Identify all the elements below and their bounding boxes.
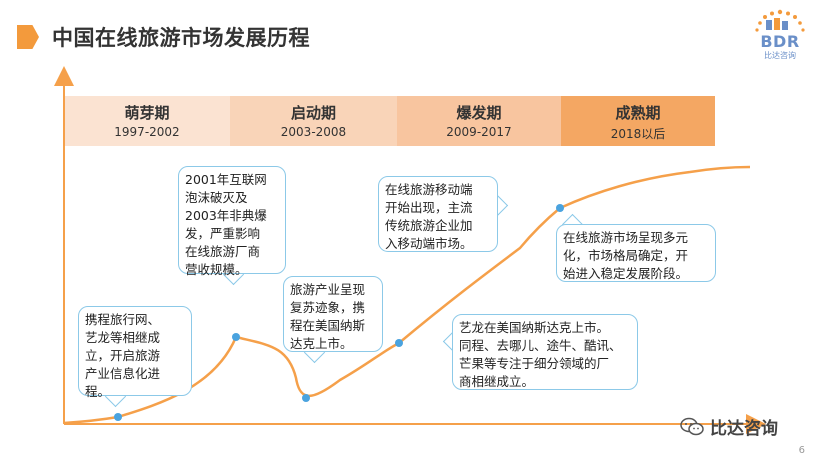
annotation-bubble-2: 2001年互联网 泡沫破灭及 2003年非典爆 发，严重影响 在线旅游厂商 营收…: [178, 166, 286, 277]
annotation-line: 艺龙等相继成: [85, 330, 161, 345]
stage-band-boom: 爆发期 2009-2017: [397, 96, 561, 146]
stage-name: 爆发期: [456, 104, 502, 122]
stage-band-embryonic: 萌芽期 1997-2002: [64, 96, 230, 146]
stage-band-startup: 启动期 2003-2008: [230, 96, 397, 146]
annotation-line: 艺龙在美国纳斯达克上市。: [459, 320, 610, 335]
stage-years: 2009-2017: [446, 125, 512, 139]
annotation-line: 化，市场格局确定，开: [563, 248, 689, 263]
annotation-line: 传统旅游企业加: [385, 218, 473, 233]
annotation-line: 在线旅游市场呈现多元: [563, 230, 689, 245]
bdr-logo: BDR 比达咨询: [752, 8, 808, 64]
annotation-line: 复苏迹象，携: [290, 300, 366, 315]
event-marker-3: [302, 394, 310, 402]
event-marker-2: [232, 333, 240, 341]
stage-name: 成熟期: [615, 104, 661, 122]
annotation-line: 发，严重影响: [185, 226, 261, 241]
watermark-label: 比达咨询: [710, 419, 778, 439]
event-marker-4: [395, 339, 403, 347]
annotation-line: 开始出现，主流: [385, 200, 473, 215]
slide-title: 中国在线旅游市场发展历程: [52, 26, 310, 50]
annotation-line: 达克上市。: [290, 336, 353, 351]
annotation-line: 始进入稳定发展阶段。: [563, 266, 689, 281]
annotation-line: 2003年非典爆: [185, 208, 267, 223]
annotation-line: 程在美国纳斯: [290, 318, 366, 333]
stage-years: 2018以后: [610, 127, 666, 141]
annotation-bubble-4: 艺龙在美国纳斯达克上市。 同程、去哪儿、途牛、酷讯、 芒果等专注于细分领域的厂 …: [452, 314, 638, 390]
annotation-line: 泡沫破灭及: [185, 190, 248, 205]
stage-name: 萌芽期: [124, 104, 170, 122]
annotation-bubble-5: 在线旅游移动端 开始出现，主流 传统旅游企业加 入移动端市场。: [378, 176, 498, 252]
logo-ring-icon: [755, 9, 805, 32]
annotation-line: 入移动端市场。: [385, 236, 473, 251]
annotation-line: 2001年互联网: [185, 172, 267, 187]
title-tab-marker: [17, 25, 39, 49]
annotation-bubble-3: 旅游产业呈现 复苏迹象，携 程在美国纳斯 达克上市。: [283, 276, 383, 352]
stage-years: 1997-2002: [114, 125, 180, 139]
annotation-bubble-1: 携程旅行网、 艺龙等相继成 立，开启旅游 产业信息化进 程。: [78, 306, 192, 399]
wechat-watermark: 比达咨询: [680, 414, 778, 439]
wechat-icon: [680, 417, 704, 435]
annotation-line: 在线旅游厂商: [185, 244, 261, 259]
annotation-line: 旅游产业呈现: [290, 282, 366, 297]
annotation-bubble-6: 在线旅游市场呈现多元 化，市场格局确定，开 始进入稳定发展阶段。: [556, 224, 716, 282]
annotation-line: 产业信息化进: [85, 366, 161, 381]
event-marker-1: [114, 413, 122, 421]
annotation-line: 芒果等专注于细分领域的厂: [459, 356, 610, 371]
annotation-line: 携程旅行网、: [85, 312, 161, 327]
stage-years: 2003-2008: [280, 125, 347, 139]
page-number: 6: [798, 445, 805, 456]
event-marker-5: [556, 204, 564, 212]
logo-text: BDR: [760, 32, 800, 51]
stage-name: 启动期: [290, 104, 336, 122]
stage-band-mature: 成熟期 2018以后: [561, 96, 715, 146]
annotation-line: 同程、去哪儿、途牛、酷讯、: [459, 338, 622, 353]
annotation-line: 营收规模。: [185, 262, 248, 277]
annotation-line: 程。: [85, 384, 111, 399]
logo-subtitle: 比达咨询: [764, 51, 796, 60]
annotation-line: 立，开启旅游: [85, 348, 161, 363]
annotation-line: 在线旅游移动端: [385, 182, 473, 197]
annotation-line: 商相继成立。: [459, 374, 535, 389]
